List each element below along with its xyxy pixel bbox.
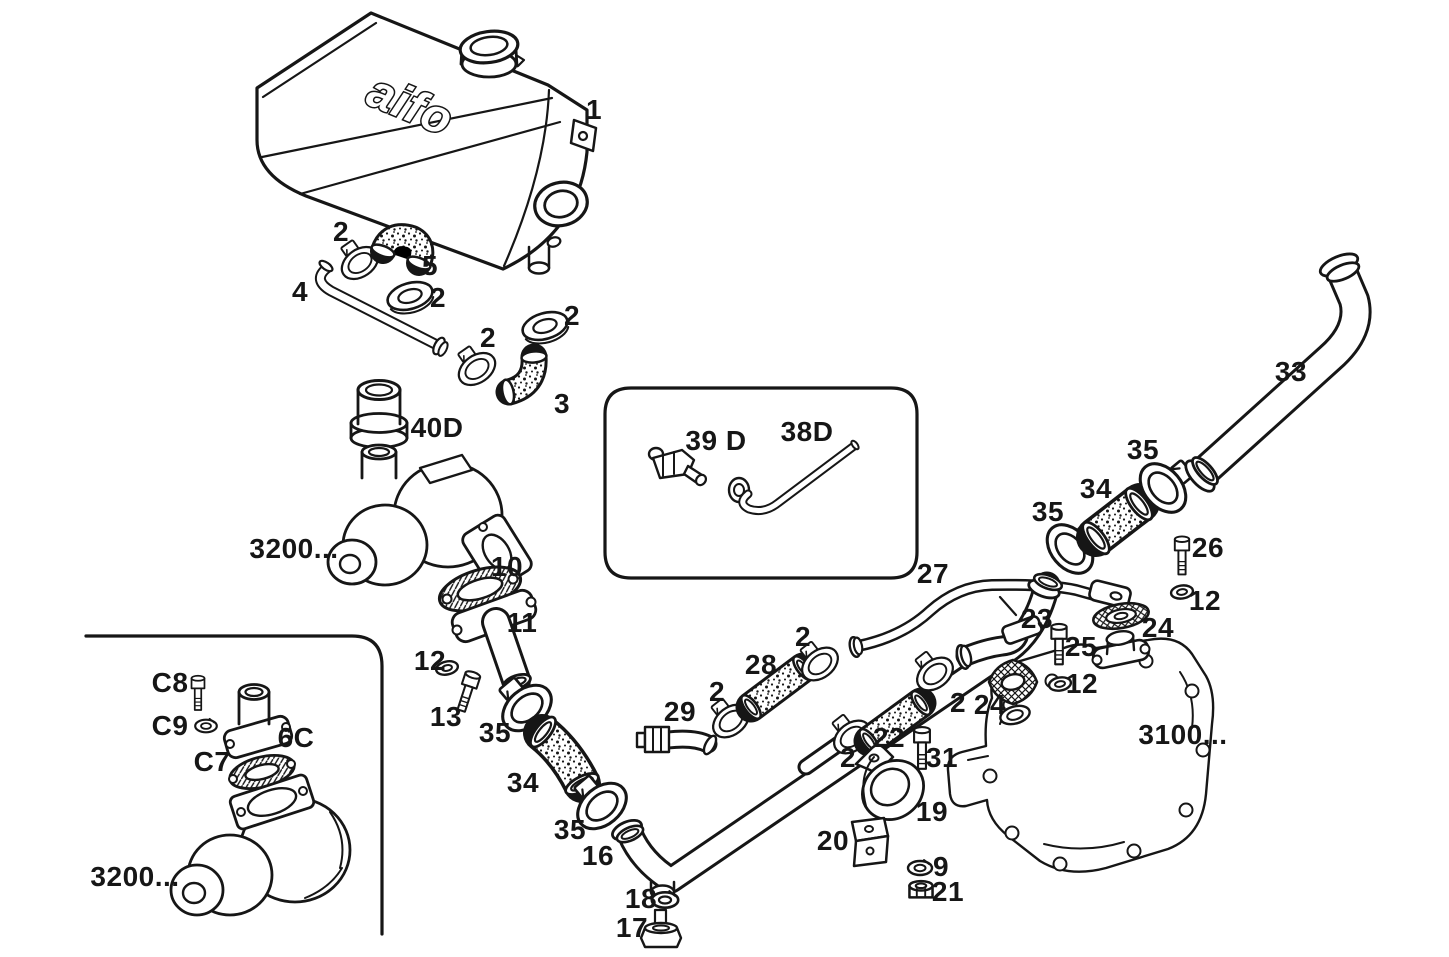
inset-box-38d-39d (603, 386, 919, 580)
expansion-tank: aifo (255, 11, 598, 275)
washer-12 (433, 658, 461, 678)
grommet-2 (383, 275, 438, 320)
overflow-pipe-4 (315, 259, 449, 357)
housing-boss (999, 704, 1031, 726)
lockwasher-18 (650, 889, 680, 910)
mounting-hardware (639, 725, 934, 949)
bolt-26 (1173, 535, 1191, 576)
tank-filler-cap (458, 29, 526, 79)
lockwasher-9 (906, 858, 934, 877)
washer-c9 (194, 717, 218, 734)
nut-21 (908, 879, 934, 899)
bracket-20 (850, 816, 890, 868)
hose-chain-left (483, 664, 637, 840)
pump-outlet-chain (433, 565, 538, 714)
grommet-2 (518, 305, 573, 350)
sensor-39d (647, 446, 708, 487)
pipe-38d (727, 439, 860, 515)
bolt-13 (452, 668, 483, 714)
housing-neck-joint (1091, 535, 1195, 670)
drain-plug-17 (639, 908, 683, 949)
branch-chain (820, 615, 1074, 762)
plug-40d (349, 379, 409, 449)
washer-12 (1169, 582, 1195, 602)
elbow-hose-5 (370, 223, 435, 276)
radiator-pipe-33 (1184, 252, 1372, 493)
inset-water-pump-3200 (169, 674, 352, 917)
hose-22 (853, 687, 937, 757)
bolt-c8 (190, 674, 206, 711)
tank-hose-parts (315, 223, 573, 449)
bolt-31 (913, 725, 931, 770)
outlet-neck-6c (222, 683, 294, 760)
hose-34 (1076, 483, 1160, 557)
outlet-pipe-11 (450, 588, 538, 695)
tank-outlet-stubs (527, 236, 562, 275)
hose-clamp-2 (446, 337, 503, 393)
bypass-chain (635, 632, 846, 756)
inset-border-bottom-left (84, 634, 384, 936)
elbow-hose-3 (495, 343, 548, 406)
pump-body (169, 773, 352, 917)
pipe-clamp-19 (854, 743, 925, 821)
elbow-pipe-23 (955, 615, 1043, 670)
hose-chain-right (1036, 252, 1372, 584)
inset-39d-38d (647, 439, 860, 515)
elbow-fitting-29 (635, 725, 718, 756)
